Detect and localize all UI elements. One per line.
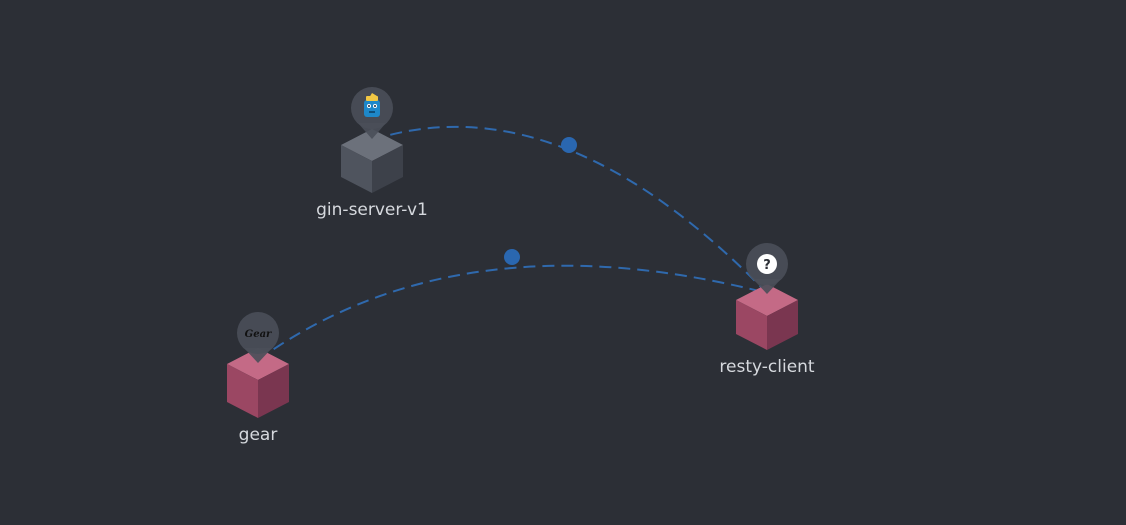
node-label: resty-client <box>719 357 815 377</box>
question-mark-icon: ? <box>757 254 777 274</box>
cube-icon <box>736 284 798 350</box>
edge-midpoint-dot[interactable] <box>561 137 577 153</box>
map-pin-icon <box>237 312 279 363</box>
node-label: gin-server-v1 <box>316 200 428 220</box>
gear-logo-icon: Gear <box>245 329 272 340</box>
node-gear[interactable]: Gear gear <box>227 312 289 445</box>
cube-icon <box>227 348 289 418</box>
cube-icon <box>341 129 403 193</box>
node-gin-server-v1[interactable]: gin-server-v1 <box>316 87 428 220</box>
node-resty-client[interactable]: ? resty-client <box>719 243 815 377</box>
edge-gear-to-resty-client[interactable] <box>257 264 768 361</box>
question-mark-glyph: ? <box>763 258 771 273</box>
node-label: gear <box>239 425 278 445</box>
gin-logo-icon <box>364 93 380 117</box>
edge-midpoint-dot[interactable] <box>504 249 520 265</box>
edges <box>257 125 768 361</box>
